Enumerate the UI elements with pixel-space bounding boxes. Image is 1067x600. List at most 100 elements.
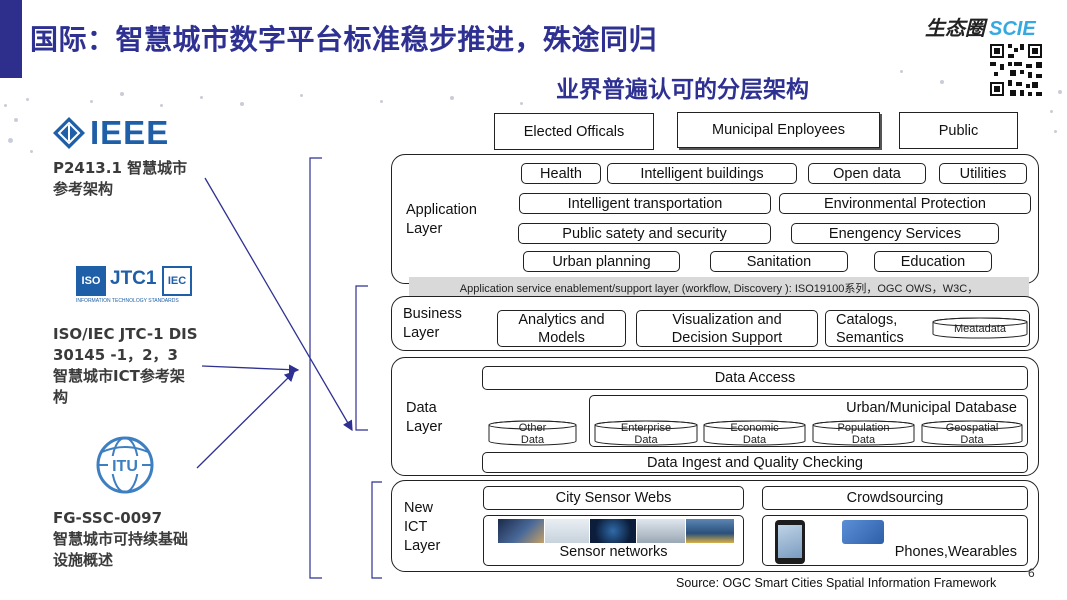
catalogs-text: Catalogs, Semantics <box>836 311 904 347</box>
biz-visualization-decision: Visualization and Decision Support <box>636 310 818 347</box>
cyl-line: Data <box>960 434 984 446</box>
app-utilities: Utilities <box>939 163 1027 184</box>
iec-badge: IEC <box>162 266 192 296</box>
label-line: Layer <box>406 221 443 237</box>
itu-desc-line: 设施概述 <box>53 551 114 569</box>
iso-description: ISO/IEC JTC-1 DIS 30145 -1，2，3 智慧城市ICT参考… <box>53 324 198 408</box>
page-title: 国际：智慧城市数字平台标准稳步推进，殊途同归 <box>30 23 658 56</box>
box-line: Semantics <box>836 329 904 346</box>
crowdsourcing: Crowdsourcing <box>762 486 1028 510</box>
cylinder-shape <box>594 420 698 446</box>
box-line: Models <box>538 329 585 346</box>
iso-desc-line: 30145 -1，2，3 <box>53 346 178 364</box>
app-public-safety: Public satety and security <box>518 223 771 244</box>
cylinder-shape <box>932 317 1028 339</box>
sensor-image-buoy <box>686 519 734 543</box>
stakeholder-elected-officials: Elected Officals <box>494 113 654 150</box>
support-layer-band: Application service enablement/support l… <box>409 277 1029 299</box>
cyl-line: Data <box>520 434 545 446</box>
ieee-diamond-icon <box>53 117 85 149</box>
cyl-line: Economic <box>730 422 779 434</box>
title-accent-bar <box>0 0 22 78</box>
phone-image <box>775 520 805 564</box>
metadata-label: Meatadata <box>954 323 1006 335</box>
iso-badge: ISO <box>76 266 106 296</box>
iso-logo-subtext: INFORMATION TECHNOLOGY STANDARDS <box>76 298 179 304</box>
source-citation: Source: OGC Smart Cities Spatial Informa… <box>676 576 997 590</box>
cylinder-economic-data: Economic Data <box>703 420 806 446</box>
brand-name: 生态圈 <box>925 18 985 40</box>
metadata-cylinder: Meatadata <box>932 317 1028 339</box>
db-title: Urban/Municipal Database <box>846 400 1017 416</box>
itu-desc-line: FG-SSC-0097 <box>53 509 163 527</box>
qr-code-icon <box>988 42 1044 98</box>
cyl-line: Enterprise <box>620 422 672 434</box>
phone-screen <box>778 525 802 558</box>
iso-desc-line: 智慧城市ICT参考架 <box>53 367 185 385</box>
cylinder-shape <box>703 420 806 446</box>
ieee-desc-line: P2413.1 智慧城市 <box>53 159 188 177</box>
ieee-desc-line: 参考架构 <box>53 180 114 198</box>
cylinder-shape <box>812 420 915 446</box>
cyl-line: Population <box>837 422 890 434</box>
iso-jtc1-iec-logo: ISO JTC1 IEC INFORMATION TECHNOLOGY STAN… <box>76 266 196 306</box>
cyl-line: Data <box>851 434 876 446</box>
cyl-line: Data <box>634 434 658 446</box>
cyl-line: Other <box>518 422 547 434</box>
cylinder-geospatial-data: Geospatial Data <box>921 420 1023 446</box>
stakeholder-municipal-employees: Municipal Enployees <box>677 112 880 148</box>
label-line: Layer <box>406 419 443 435</box>
cyl-line: Geospatial <box>945 422 999 434</box>
city-sensor-webs: City Sensor Webs <box>483 486 744 510</box>
data-access: Data Access <box>482 366 1028 390</box>
cylinder-shape <box>488 420 577 446</box>
itu-logo-icon: ITU <box>96 436 154 494</box>
itu-description: FG-SSC-0097 智慧城市可持续基础 设施概述 <box>53 508 188 571</box>
label-line: Business <box>403 306 462 322</box>
cylinder-shape <box>921 420 1023 446</box>
ict-layer-label: New ICT Layer <box>404 499 440 556</box>
itu-desc-line: 智慧城市可持续基础 <box>53 530 189 548</box>
stakeholder-public: Public <box>899 112 1018 149</box>
label-line: Layer <box>403 325 440 341</box>
app-sanitation: Sanitation <box>710 251 848 272</box>
label-line: Layer <box>404 538 441 554</box>
app-education: Education <box>874 251 992 272</box>
app-health: Health <box>521 163 601 184</box>
cyl-line: Data <box>742 434 767 446</box>
data-layer-label: Data Layer <box>406 399 442 437</box>
app-intelligent-buildings: Intelligent buildings <box>607 163 797 184</box>
iso-desc-line: 构 <box>53 388 69 406</box>
ieee-logo: IEEE <box>52 114 182 152</box>
ieee-logo-text: IEEE <box>90 114 170 151</box>
sensor-image-planet <box>590 519 636 543</box>
sensor-image-drone <box>545 519 589 543</box>
sensor-image-satellite <box>498 519 544 543</box>
page-subtitle: 业界普遍认可的分层架构 <box>556 77 809 103</box>
ieee-description: P2413.1 智慧城市 参考架构 <box>53 158 187 200</box>
business-layer-label: Business Layer <box>403 305 462 343</box>
box-line: Visualization and <box>672 311 782 328</box>
jtc1-text: JTC1 <box>110 268 157 289</box>
label-line: New <box>404 500 434 516</box>
sensor-networks-label: Sensor networks <box>559 544 668 560</box>
svg-text:ITU: ITU <box>112 458 138 475</box>
cylinder-population-data: Population Data <box>812 420 915 446</box>
biz-analytics-models: Analytics and Models <box>497 310 626 347</box>
app-emergency-services: Enengency Services <box>791 223 999 244</box>
app-open-data: Open data <box>808 163 926 184</box>
wearable-image <box>842 520 884 544</box>
phones-wearables-panel: Phones,Wearables <box>762 515 1028 566</box>
box-line: Analytics and <box>518 311 605 328</box>
iso-desc-line: ISO/IEC JTC-1 DIS <box>53 325 198 343</box>
brand-suffix: SCIE <box>989 18 1036 40</box>
application-layer-label: Application Layer <box>406 201 477 239</box>
label-line: Application <box>406 202 477 218</box>
data-ingest-quality: Data Ingest and Quality Checking <box>482 452 1028 473</box>
app-intelligent-transportation: Intelligent transportation <box>519 193 771 214</box>
page-number: 6 <box>1028 566 1035 580</box>
cylinder-enterprise-data: Enterprise Data <box>594 420 698 446</box>
label-line: ICT <box>404 519 428 535</box>
